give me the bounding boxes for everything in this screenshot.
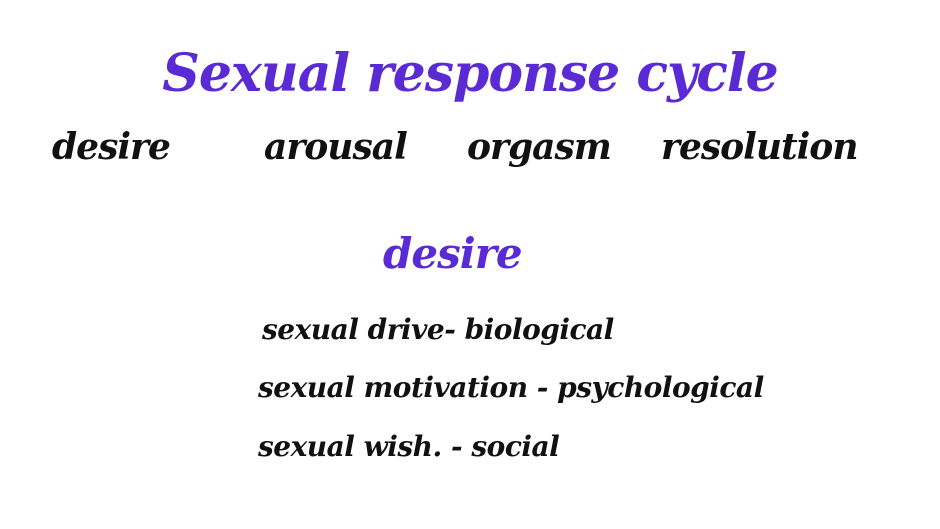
stage-resolution: resolution	[661, 126, 858, 168]
section-item-social: sexual wish. - social	[258, 430, 560, 463]
stage-arousal: arousal	[264, 126, 408, 168]
stage-desire: desire	[52, 126, 171, 168]
section-heading-desire: desire	[383, 229, 523, 278]
section-item-psychological: sexual motivation - psychological	[258, 371, 764, 404]
section-item-biological: sexual drive- biological	[262, 313, 614, 346]
slide-title: Sexual response cycle	[162, 43, 778, 104]
stage-orgasm: orgasm	[467, 126, 612, 168]
